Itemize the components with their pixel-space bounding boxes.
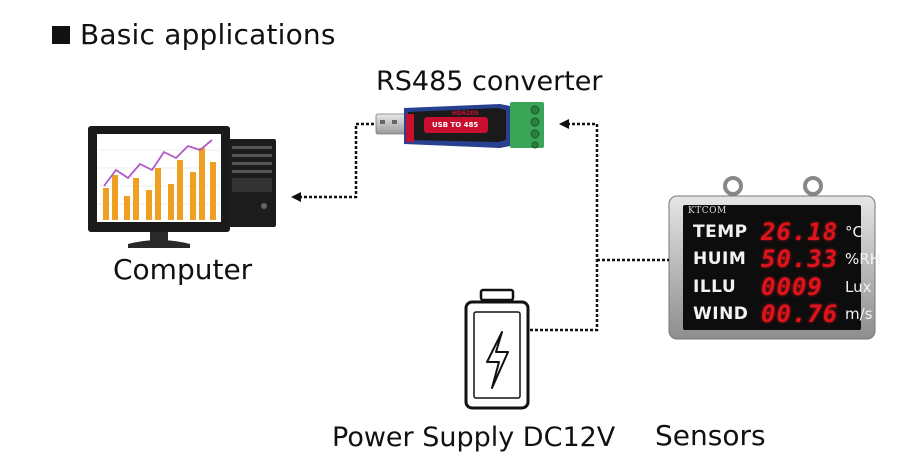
row-value: 00.76 (761, 300, 839, 328)
display-row-wind: WIND 00.76 m/s (693, 300, 872, 328)
rs485-converter-icon (375, 102, 544, 149)
screen-bar-chart-icon (103, 148, 216, 220)
row-unit: %RH (845, 250, 881, 268)
arrow-converter-to-computer (291, 122, 374, 202)
power-supply-label: Power Supply DC12V (332, 422, 616, 453)
screen-trend-line-icon (103, 139, 213, 187)
display-row-illu: ILLU 0009 Lux (693, 273, 871, 301)
row-value: 50.33 (761, 245, 839, 273)
row-value: 26.18 (761, 218, 839, 246)
display-row-temp: TEMP 26.18 °C (693, 218, 863, 246)
row-name: HUIM (693, 249, 747, 269)
lightning-bolt-icon (486, 331, 509, 389)
section-heading: Basic applications (52, 18, 336, 51)
monitor-stand (128, 240, 190, 248)
converter-red-label (424, 117, 488, 133)
sensor-display-icon (668, 176, 876, 340)
hanging-ring-right-icon (803, 176, 823, 196)
computer-icon (88, 126, 276, 248)
arrow-to-converter (530, 119, 599, 332)
row-unit: m/s (845, 305, 873, 323)
converter-model-label: HD6205 (452, 110, 479, 117)
display-panel (683, 205, 861, 330)
computer-label: Computer (113, 253, 253, 286)
row-unit: °C (845, 223, 863, 241)
row-value: 0009 (761, 273, 823, 301)
heading-text: Basic applications (80, 18, 336, 51)
row-unit: Lux (845, 278, 872, 296)
connection-lines (291, 119, 669, 332)
display-brand: KTCOM (688, 206, 727, 216)
converter-label: RS485 converter (376, 66, 603, 97)
row-name: TEMP (693, 222, 748, 242)
heading-bullet-icon (52, 25, 70, 44)
sensors-label: Sensors (655, 419, 766, 452)
row-name: ILLU (693, 277, 737, 297)
display-row-huim: HUIM 50.33 %RH (693, 245, 881, 273)
row-name: WIND (693, 304, 749, 324)
battery-icon (464, 288, 530, 410)
hanging-ring-left-icon (723, 176, 743, 196)
converter-main-label: USB TO 485 (432, 121, 479, 129)
